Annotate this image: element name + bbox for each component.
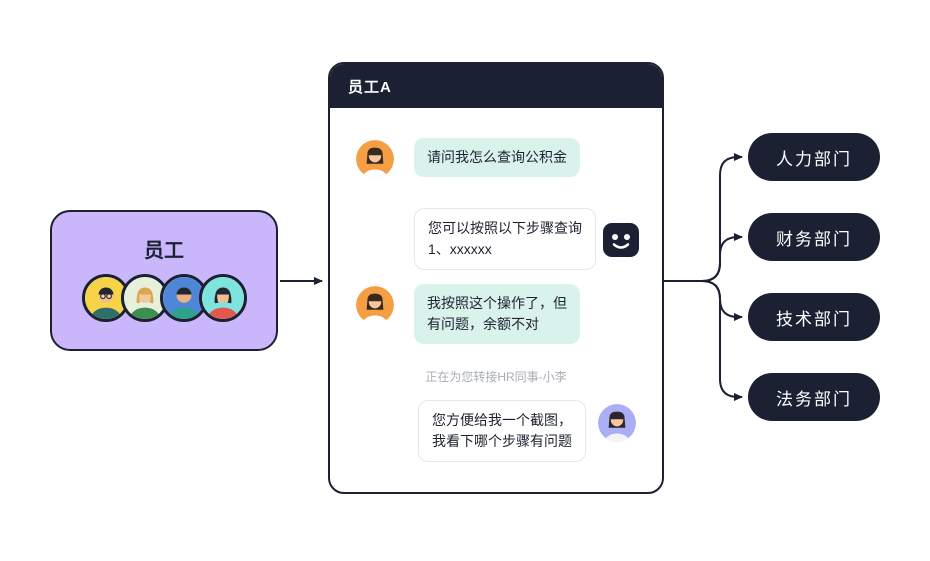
arrow-chat-to-dept-1 (664, 153, 743, 282)
chat-bubble-employee-1: 请问我怎么查询公积金 (414, 138, 580, 177)
chat-bubble-hr: 您方便给我一个截图， 我看下哪个步骤有问题 (418, 400, 586, 462)
department-label-legal: 法务部门 (776, 389, 852, 409)
employee-group-box: 员工 (50, 210, 278, 351)
chat-bubble-employee-2: 我按照这个操作了，但 有问题，余额不对 (414, 284, 580, 344)
man-blue-avatar (159, 274, 208, 322)
department-pill-finance: 财务部门 (748, 213, 880, 261)
department-label-hr: 人力部门 (776, 149, 852, 169)
employee-group-label: 员工 (144, 240, 184, 262)
arrow-chat-to-dept-4 (664, 280, 743, 401)
department-label-finance: 财务部门 (776, 229, 852, 249)
hr-agent-avatar (598, 404, 636, 442)
man-glasses-avatar (81, 274, 130, 322)
arrow-chat-to-dept-2 (664, 233, 743, 282)
chat-bubble-bot: 您可以按照以下步骤查询 1、xxxxxx (414, 208, 596, 270)
department-pill-hr: 人力部门 (748, 133, 880, 181)
department-pill-legal: 法务部门 (748, 373, 880, 421)
employee-a-avatar-2 (356, 286, 394, 324)
woman-cyan-avatar (198, 274, 247, 322)
department-pill-tech: 技术部门 (748, 293, 880, 341)
transfer-status-text: 正在为您转接HR同事-小李 (425, 370, 567, 384)
chat-header: 员工A (330, 64, 662, 108)
employee-a-avatar (356, 140, 394, 178)
chat-window: 员工A 请问我怎么查询公积金 您可以按照以下步骤查询 1、xxxxxx (328, 62, 664, 494)
arrow-chat-to-dept-3 (664, 280, 743, 321)
robot-icon (602, 222, 640, 258)
chat-title: 员工A (348, 78, 392, 96)
department-label-tech: 技术部门 (776, 309, 852, 329)
employee-avatars-row (52, 274, 276, 322)
